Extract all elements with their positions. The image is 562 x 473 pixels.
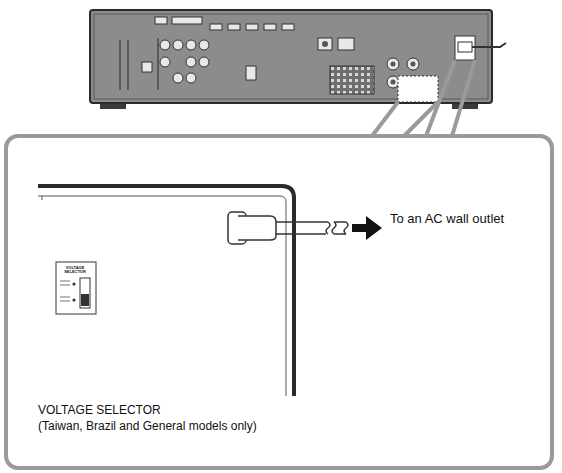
switch-label: VOLTAGE SELECTOR bbox=[58, 266, 92, 274]
enlarged-view-frame bbox=[6, 136, 552, 468]
part-name: VOLTAGE SELECTOR bbox=[38, 404, 338, 418]
direction-arrow bbox=[352, 216, 382, 240]
zoom-leader bbox=[372, 60, 475, 136]
power-cord bbox=[228, 212, 348, 244]
voltage-selector-switch bbox=[56, 262, 96, 314]
model-note: (Taiwan, Brazil and General models only) bbox=[38, 420, 338, 434]
rear-panel-corner bbox=[38, 186, 294, 396]
callout-text: To an AC wall outlet bbox=[390, 212, 506, 227]
